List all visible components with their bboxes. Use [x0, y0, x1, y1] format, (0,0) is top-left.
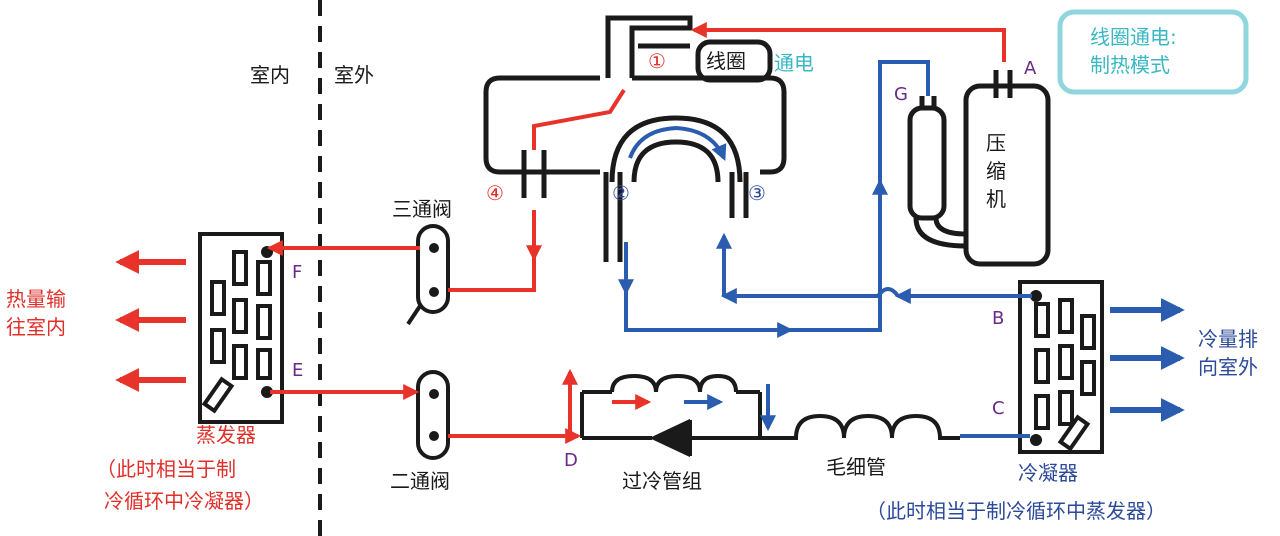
heat-output-arrows [115, 250, 186, 392]
heat-output-line-2: 往室内 [6, 315, 66, 339]
mode-line-1: 线圈通电: [1090, 25, 1177, 49]
compressor-char-3: 机 [986, 187, 1006, 211]
evaporator-note-2: 冷循环中冷凝器） [104, 489, 264, 513]
port-2-label: ② [612, 181, 630, 205]
evaporator-name: 蒸发器 [196, 423, 256, 447]
cold-refrigerant-flow [618, 60, 1032, 438]
evaporator-coil [198, 232, 284, 424]
point-b-label: B [992, 308, 1004, 329]
condenser-coil [1018, 280, 1104, 454]
subcooler-group [580, 373, 762, 458]
compressor-char-1: 压 [986, 131, 1006, 155]
heat-output-line-1: 热量输 [6, 287, 66, 311]
point-a-label: A [1024, 58, 1037, 79]
cold-output-line-2: 向室外 [1198, 355, 1258, 379]
mode-line-2: 制热模式 [1090, 53, 1170, 77]
mode-box [1057, 9, 1249, 95]
two-way-valve [416, 370, 450, 460]
three-way-valve [416, 224, 450, 314]
capillary-label: 毛细管 [826, 455, 886, 479]
indoor-label: 室内 [250, 63, 290, 87]
point-f-label: F [292, 262, 302, 283]
two-way-valve-label: 二通阀 [390, 469, 450, 493]
point-d-label: D [564, 450, 578, 471]
point-e-label: E [292, 360, 303, 381]
capillary-tube [760, 413, 960, 440]
energized-label: 通电 [774, 51, 814, 75]
point-g-label: G [894, 84, 908, 105]
outdoor-label: 室外 [334, 63, 374, 87]
subcooler-label: 过冷管组 [622, 469, 702, 493]
evaporator-note-1: （此时相当于制 [96, 457, 236, 481]
three-way-valve-label: 三通阀 [392, 197, 452, 221]
port-3-label: ③ [748, 181, 766, 205]
condenser-name: 冷凝器 [1018, 461, 1078, 485]
condenser-note: （此时相当于制冷循环中蒸发器） [866, 499, 1166, 523]
hot-refrigerant-flow [266, 22, 1006, 444]
port-1-label: ① [648, 49, 666, 73]
coil-label: 线圈 [706, 49, 746, 73]
cold-output-arrows [1110, 298, 1185, 422]
point-c-label: C [992, 398, 1005, 419]
compressor [907, 70, 1051, 267]
port-4-label: ④ [486, 181, 504, 205]
cold-output-line-1: 冷量排 [1198, 327, 1258, 351]
compressor-char-2: 缩 [986, 159, 1006, 183]
four-way-valve [483, 15, 787, 262]
